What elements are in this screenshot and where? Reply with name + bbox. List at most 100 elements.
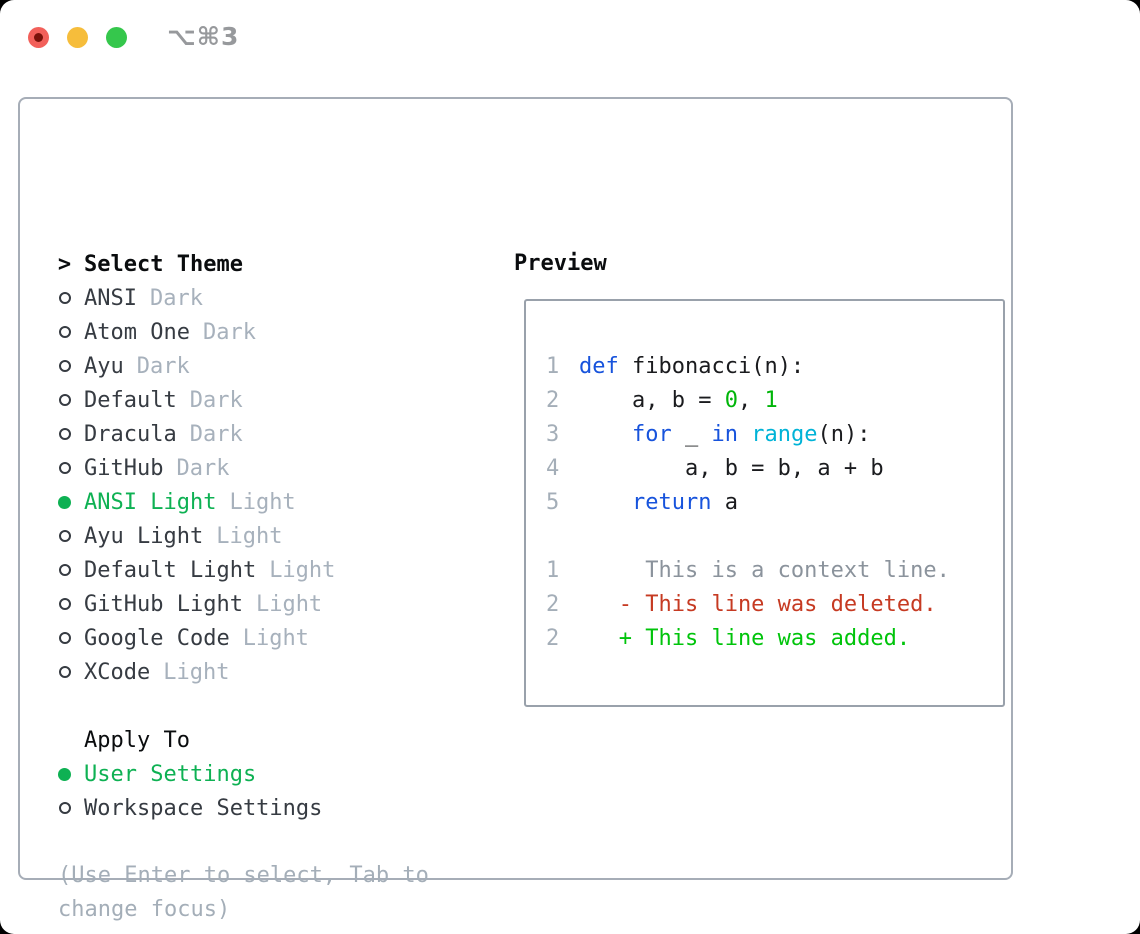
theme-variant-tag: Light [163, 659, 230, 685]
theme-variant-tag: Dark [202, 319, 256, 345]
theme-variant-tag: Light [269, 557, 336, 583]
theme-option[interactable]: XCode Light [58, 655, 498, 689]
select-theme-header: > Select Theme [58, 247, 498, 281]
code-segment: - This line was deleted. [579, 592, 937, 617]
code-segment: 0 [724, 388, 738, 413]
line-number: 5 [546, 490, 560, 515]
code-segment: + This line was added. [579, 626, 911, 651]
line-number: 2 [546, 388, 560, 413]
radio-icon [58, 530, 71, 542]
spacer [58, 825, 498, 859]
code-line: 3 for _ in range(n): [546, 418, 1003, 452]
code-segment [579, 422, 632, 447]
code-segment: a, b = [579, 388, 725, 413]
theme-option[interactable]: Ayu Dark [58, 349, 498, 383]
radio-dot [58, 495, 71, 509]
theme-variant-tag: Light [255, 591, 323, 617]
line-number: 1 [546, 558, 560, 583]
radio-dot [58, 666, 71, 678]
selection-prompt-icon: > [57, 251, 72, 277]
radio-icon [58, 394, 71, 406]
code-segment: a [711, 490, 738, 515]
code-segment: This is a context line. [579, 558, 950, 583]
spacer [58, 689, 498, 723]
radio-icon [58, 632, 71, 644]
radio-dot [58, 530, 71, 542]
code-segment [738, 422, 751, 447]
code-line: 5 return a [546, 486, 1003, 520]
code-segment: def [579, 354, 619, 379]
radio-icon [58, 360, 71, 372]
code-segment: , [737, 388, 765, 413]
code-segment: fibonacci(n): [618, 354, 805, 379]
close-button[interactable] [28, 27, 49, 48]
help-text: (Use Enter to select, Tab to change focu… [58, 863, 429, 922]
code-segment: range [751, 422, 818, 447]
apply-option-label: Workspace Settings [84, 795, 323, 821]
radio-dot [58, 632, 71, 644]
theme-option-label: Atom One [84, 319, 190, 345]
radio-dot [58, 428, 71, 440]
theme-option-label: Default Light [84, 557, 257, 583]
radio-icon [58, 666, 71, 678]
line-number: 4 [546, 456, 560, 481]
theme-option-label: Ayu [84, 353, 124, 379]
window-title: ⌥⌘3 [167, 22, 240, 51]
code-segment: for [631, 422, 672, 447]
radio-selected-icon [58, 495, 71, 509]
theme-option-label: Google Code [84, 625, 230, 651]
radio-icon [58, 292, 71, 304]
theme-variant-tag: Dark [136, 353, 190, 379]
radio-dot [58, 767, 71, 781]
theme-option[interactable]: ANSI Dark [58, 281, 498, 315]
line-content: return a [579, 486, 738, 520]
window-titlebar: ⌥⌘3 [0, 0, 1140, 97]
radio-icon [58, 598, 71, 610]
theme-variant-tag: Dark [149, 285, 203, 311]
diff-sample: 1 This is a context line. 2 - This line w… [546, 554, 1003, 656]
theme-option-label: Dracula [84, 421, 177, 447]
radio-icon [58, 564, 71, 576]
apply-to-title: Apply To [84, 727, 190, 753]
theme-option[interactable]: Default Light Light [58, 553, 498, 587]
code-segment: in [711, 422, 738, 447]
theme-option-label: Ayu Light [84, 523, 204, 549]
line-content: + This line was added. [579, 622, 910, 656]
theme-variant-tag: Light [216, 523, 283, 549]
code-segment: 1 [764, 388, 778, 413]
theme-option[interactable]: Ayu Light Light [58, 519, 498, 553]
theme-variant-tag: Light [229, 489, 296, 515]
apply-option[interactable]: Workspace Settings [58, 791, 498, 825]
line-content: - This line was deleted. [579, 588, 937, 622]
radio-dot [58, 598, 71, 610]
theme-option-label: XCode [84, 659, 151, 685]
line-number: 2 [546, 626, 560, 651]
diff-line: 1 This is a context line. [546, 554, 1003, 588]
radio-icon [58, 428, 71, 440]
theme-option-label: Default [84, 387, 177, 413]
code-segment: return [631, 490, 712, 515]
zoom-button[interactable] [106, 27, 127, 48]
apply-option[interactable]: User Settings [58, 757, 498, 791]
radio-icon [58, 802, 71, 814]
minimize-button[interactable] [67, 27, 88, 48]
radio-dot [58, 564, 71, 576]
theme-option-label: ANSI [84, 285, 137, 311]
code-segment: _ [671, 422, 712, 447]
radio-dot [58, 462, 71, 474]
theme-option[interactable]: Atom One Dark [58, 315, 498, 349]
code-segment [579, 490, 632, 515]
